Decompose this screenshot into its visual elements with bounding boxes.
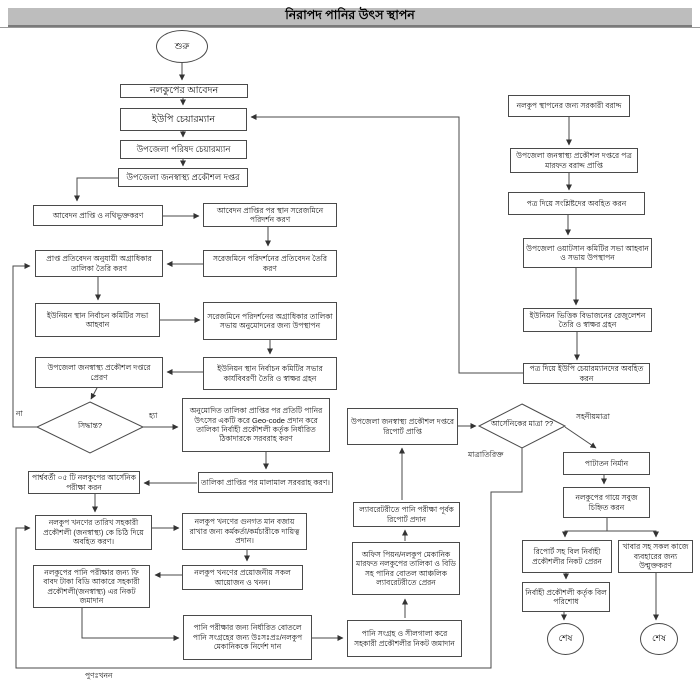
arsenic-diamond-shape xyxy=(477,403,567,449)
node-send-to-dphe: উপজেলা জনস্বাস্থ্য প্রকৌশল দপ্তরে প্রেরণ xyxy=(35,357,163,388)
page-title: নিরাপদ পানির উৎস স্থাপন xyxy=(8,8,692,27)
node-bill-with-report: রিপোর্ট সহ বিল নির্বাহী প্রকৌশলীর নিকট প… xyxy=(522,540,612,573)
node-union-resolution: ইউনিয়ন ভিত্তিক বিভাজনের রেজুলেশন তৈরি ও… xyxy=(523,308,652,332)
node-tubewell-application: নলকুপের আবেদন xyxy=(120,84,248,98)
title-underline xyxy=(0,27,700,28)
node-end-1: শেষ xyxy=(547,623,584,655)
node-lab-report: ল্যাবরেটরীতে পানি পরীক্ষা পূর্বক রিপোর্ট… xyxy=(353,502,460,527)
node-open-for-use: খাবার সহ সকল কাজে ব্যবহারের জন্য উন্মুক্… xyxy=(618,540,693,573)
node-allocation-by-letter: উপজেলা জনস্বাস্থ্য প্রকৌশল দপ্তরে পত্র ম… xyxy=(510,148,638,173)
node-geocode-list: অনুমোদিত তালিকা প্রাপ্তির পর প্রতিটি পান… xyxy=(182,398,330,452)
node-union-site-committee-meeting: ইউনিয়ন স্থান নির্বাচন কমিটির সভা আহবান xyxy=(35,303,160,337)
edge-label-redrill: পুণঃখনন xyxy=(85,671,113,680)
node-send-to-lab: অফিস পিয়ন/নলকুপ মেকানিক মারফত নলকুপের ত… xyxy=(352,542,460,595)
edge-label-yes: হ্যা xyxy=(149,411,158,420)
node-up-chairman: ইউপি চেয়ারম্যান xyxy=(120,108,247,131)
node-watsan-meeting: উপজেলা ওয়াটসান কমিটির সভা আহবান ও সভায়… xyxy=(523,238,652,268)
node-instruct-bottle-collection: পানি পরীক্ষার জন্য নির্ধারিত বোতলে পানি … xyxy=(183,615,312,660)
edge-label-excessive: মাত্রাতিরিক্ত xyxy=(468,450,504,459)
node-inform-drilling-date: নলকুপ খনণের তারিখ সহকারী প্রকৌশলী (জনস্ব… xyxy=(35,515,152,550)
node-inform-concerned-by-letter: পত্র দিয়ে সংশ্লিষ্টদের অবহিত করন xyxy=(508,192,645,215)
node-receive-register: আবেদন প্রাপ্তি ও নথিভুক্তকরণ xyxy=(33,205,163,226)
node-upazila-parishad-chairman: উপজেলা পরিষদ চেয়ারম্যান xyxy=(120,140,247,159)
node-bill-payment: নির্বাহী প্রকৌশলী কর্তৃক বিল পরিশোধ xyxy=(522,582,610,612)
node-inform-up-chairmen: পত্র দিয়ে ইউপি চেয়ারম্যানদের অবহিত করন xyxy=(523,363,650,384)
node-assign-quality-duty: নলকুপ খনণের গুনগত মান বজায় রাখার জন্য ক… xyxy=(182,513,307,550)
node-priority-list: প্রাপ্ত প্রতিবেদন অনুযায়ী অগ্রাধিকার তা… xyxy=(35,250,163,277)
decision-diamond-shape xyxy=(35,401,145,454)
node-govt-allocation: নলকুপ স্থাপনের জন্য সরকারী বরাদ্দ xyxy=(508,95,630,117)
edge-label-tolerable: সহনীয়মাত্রা xyxy=(576,412,610,421)
node-visit-report: সরেজমিনে পরিদর্শনের প্রতিবেদন তৈরি করণ xyxy=(203,250,337,277)
node-report-received-dphe: উপজেলা জনস্বাস্থ্য প্রকৌশল দপ্তরে রিপোর্… xyxy=(347,408,458,445)
edge-label-no: না xyxy=(16,409,23,418)
node-fee-deposit: নলকুপের পানি পরীক্ষার জন্য ফি বাবদ টাকা … xyxy=(33,565,150,608)
node-green-mark: নলকুপের গায়ে সবুজ চিহ্নিত করন xyxy=(563,487,650,518)
node-start: শুরু xyxy=(156,30,208,63)
node-materials-supply: তালিকা প্রাপ্তির পর মালামাল সরবরাহ করণ। xyxy=(198,472,333,493)
node-arsenic-level-diamond: আর্সেনিকের মাত্রা ?? xyxy=(490,419,554,428)
node-arsenic-test-5-tubewells: পার্শ্ববর্তী ০৫ টি নলকুপের আর্সেনিক পরীক… xyxy=(28,471,140,494)
node-present-priority-list: সরেজমিনে পরিদর্শনের অগ্রাধিকার তালিকা সভ… xyxy=(203,302,337,340)
node-dphe-office: উপজেলা জনস্বাস্থ্য প্রকৌশল দপ্তর xyxy=(118,168,248,187)
node-decision-diamond: সিদ্ধান্ত? xyxy=(77,421,103,430)
node-platform-construction: পাটাতন নির্মান xyxy=(563,452,650,475)
node-drilling: নলকুপ খনণের প্রয়োজনীয় সকল আয়োজন ও খনন… xyxy=(182,565,303,590)
node-site-visit: আবেদন প্রাপ্তির পর স্থান সরেজমিনে পরিদর্… xyxy=(203,203,337,227)
node-seal-and-deposit: পানি সংগ্রহ ও সীলগালা করে সহকারী প্রকৌশল… xyxy=(347,620,462,657)
node-committee-minutes: ইউনিয়ন স্থান নির্বাচন কমিটির সভার কার্য… xyxy=(203,357,337,390)
node-end-2: শেষ xyxy=(640,623,678,655)
